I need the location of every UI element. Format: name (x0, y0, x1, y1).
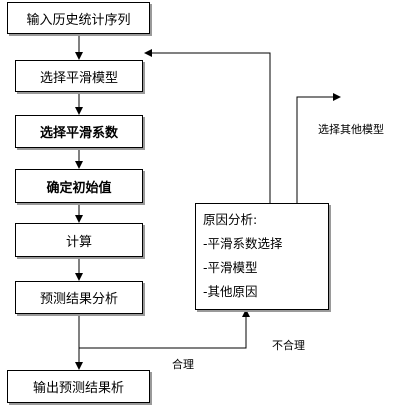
step-result-analysis: 预测结果分析 (15, 281, 143, 314)
step-output-result-label: 输出预测结果析 (32, 381, 124, 396)
step-select-model-label: 选择平滑模型 (39, 70, 118, 86)
cause-analysis-title: 原因分析: (203, 212, 258, 227)
step-input-series: 输入历史统计序列 (7, 2, 150, 34)
step-output-result: 输出预测结果析 (7, 370, 150, 403)
cause-item: -其他原因 (203, 284, 258, 299)
step-select-model: 选择平滑模型 (15, 60, 143, 92)
step-select-coefficient-label: 选择平滑系数 (39, 126, 118, 141)
arrow-select-other-model (296, 93, 341, 203)
step-input-series-label: 输入历史统计序列 (26, 12, 131, 28)
step-compute-label: 计算 (65, 234, 92, 250)
cause-item: -平滑系数选择 (203, 236, 283, 251)
step-initial-value: 确定初始值 (15, 169, 143, 203)
cause-analysis-box: 原因分析: -平滑系数选择 -平滑模型 -其他原因 (195, 203, 329, 310)
arrow-feedback-to-model (144, 49, 271, 203)
step-compute: 计算 (15, 223, 143, 257)
label-select-other-model: 选择其他模型 (318, 123, 384, 136)
cause-item: -平滑模型 (203, 260, 258, 275)
step-select-coefficient: 选择平滑系数 (15, 115, 143, 148)
step-initial-value-label: 确定初始值 (46, 180, 112, 196)
arrow-to-cause-analysis (79, 309, 250, 349)
step-result-analysis-label: 预测结果分析 (39, 292, 118, 307)
label-unreasonable: 不合理 (272, 339, 305, 352)
label-reasonable: 合理 (172, 358, 194, 371)
